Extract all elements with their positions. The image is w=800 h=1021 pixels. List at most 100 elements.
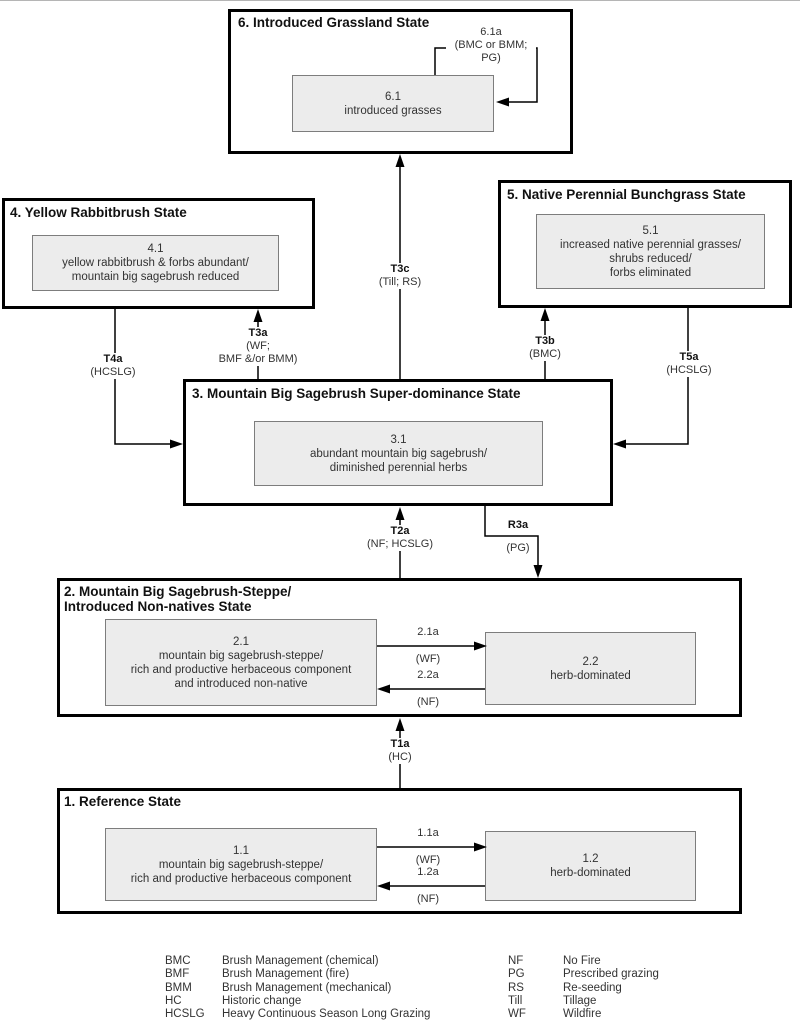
state-title-5: 5. Native Perennial Bunchgrass State xyxy=(507,187,746,202)
transition-label-t3c: T3c (Till; RS) xyxy=(360,263,440,289)
transition-label-t4a: T4a (HCSLG) xyxy=(76,353,150,379)
legend-desc: Brush Management (mechanical) xyxy=(222,981,392,994)
transition-code: 1.1a xyxy=(417,827,439,839)
legend-desc: Brush Management (chemical) xyxy=(222,955,379,967)
state-title-3: 3. Mountain Big Sagebrush Super-dominanc… xyxy=(192,386,521,401)
community-box-1-2: 1.2 herb-dominated xyxy=(485,831,696,901)
legend-abbr: Till xyxy=(508,994,523,1007)
legend-row: NF No Fire xyxy=(508,955,659,968)
community-box-2-2: 2.2 herb-dominated xyxy=(485,632,696,705)
state-title-2-line1: 2. Mountain Big Sagebrush-Steppe/ xyxy=(64,584,292,599)
state-title-4: 4. Yellow Rabbitbrush State xyxy=(10,205,187,220)
legend-row: HC Historic change xyxy=(165,995,430,1008)
community-box-3-1: 3.1 abundant mountain big sagebrush/ dim… xyxy=(254,421,543,486)
community-code: 2.1 xyxy=(233,635,249,648)
transition-cause: (PG) xyxy=(506,542,530,554)
community-line: mountain big sagebrush reduced xyxy=(71,271,240,283)
legend-row: HCSLG Heavy Continuous Season Long Grazi… xyxy=(165,1008,430,1021)
legend-row: WF Wildfire xyxy=(508,1008,659,1021)
legend-abbr: PG xyxy=(508,968,525,981)
legend-desc: Historic change xyxy=(222,994,302,1007)
legend-desc: Re-seeding xyxy=(563,981,622,994)
state-title-2-line2: Introduced Non-natives State xyxy=(64,599,252,614)
community-line: abundant mountain big sagebrush/ xyxy=(309,447,488,460)
legend-desc: No Fire xyxy=(563,955,601,967)
community-code: 5.1 xyxy=(642,224,659,237)
community-code: 4.1 xyxy=(147,243,164,255)
community-line: introduced grasses xyxy=(344,104,442,117)
community-box-1-1: 1.1 mountain big sagebrush-steppe/ rich … xyxy=(105,828,377,901)
transition-cause: (HCSLG) xyxy=(666,364,712,376)
transition-cause: (NF; HCSLG) xyxy=(367,538,433,550)
legend-abbr: BMM xyxy=(165,981,192,994)
transition-cause: (HC) xyxy=(388,751,412,763)
community-box-6-1: 6.1 introduced grasses xyxy=(292,75,494,132)
legend-abbr: RS xyxy=(508,981,524,994)
transition-code: T3c xyxy=(390,263,410,275)
transition-label-t5a: T5a (HCSLG) xyxy=(654,351,724,377)
community-code: 1.1 xyxy=(233,844,249,857)
transition-cause: (NF) xyxy=(417,893,439,905)
community-code: 1.2 xyxy=(582,853,599,865)
transition-code: 2.1a xyxy=(417,626,439,638)
community-line: and introduced non-native xyxy=(174,677,308,690)
transition-code: T3a xyxy=(248,327,268,339)
legend-row: PG Prescribed grazing xyxy=(508,968,659,981)
transition-cause: BMF &/or BMM) xyxy=(218,353,298,365)
transition-label-1-2a: 1.2a (NF) xyxy=(396,866,460,906)
community-box-4-1: 4.1 yellow rabbitbrush & forbs abundant/… xyxy=(32,235,279,291)
arrow-r3a xyxy=(484,506,543,578)
legend-row: Till Tillage xyxy=(508,995,659,1008)
legend-abbr: BMC xyxy=(165,955,191,967)
transition-label-2-1a: 2.1a (WF) xyxy=(396,626,460,666)
legend-desc: Heavy Continuous Season Long Grazing xyxy=(222,1008,431,1021)
legend-column-right: NF No Fire PG Prescribed grazing RS Re-s… xyxy=(508,955,659,1021)
arrow-loop-6-1a xyxy=(434,47,538,107)
community-code: 6.1 xyxy=(385,90,401,103)
legend-column-left: BMC Brush Management (chemical) BMF Brus… xyxy=(165,955,430,1021)
arrow-t5a xyxy=(613,308,689,449)
legend-abbr: WF xyxy=(508,1008,526,1021)
community-code: 3.1 xyxy=(390,433,407,446)
community-line: forbs eliminated xyxy=(609,266,692,279)
transition-label-r3a: R3a (PG) xyxy=(492,519,544,555)
transition-cause: (WF) xyxy=(415,854,441,866)
community-box-2-1: 2.1 mountain big sagebrush-steppe/ rich … xyxy=(105,619,377,706)
community-line: diminished perennial herbs xyxy=(329,461,468,474)
transition-code: T5a xyxy=(679,351,699,363)
transition-label-t3a: T3a (WF; BMF &/or BMM) xyxy=(206,327,310,366)
legend-row: RS Re-seeding xyxy=(508,982,659,995)
community-line: shrubs reduced/ xyxy=(609,252,692,265)
transition-cause: PG) xyxy=(481,52,501,64)
community-line: yellow rabbitbrush & forbs abundant/ xyxy=(62,257,249,269)
transition-cause: (WF) xyxy=(415,653,441,665)
transition-label-t2a: T2a (NF; HCSLG) xyxy=(352,525,448,551)
transition-code: 2.2a xyxy=(417,669,439,681)
transition-label-6-1a: 6.1a (BMC or BMM; PG) xyxy=(446,26,536,65)
legend-row: BMM Brush Management (mechanical) xyxy=(165,982,430,995)
arrow-2-1a xyxy=(377,641,487,651)
community-line: increased native perennial grasses/ xyxy=(560,238,741,251)
legend-abbr: HCSLG xyxy=(165,1008,205,1021)
community-line: mountain big sagebrush-steppe/ xyxy=(158,858,324,871)
transition-code: T3b xyxy=(535,335,555,347)
legend-desc: Wildfire xyxy=(563,1008,602,1021)
community-line: herb-dominated xyxy=(550,669,631,682)
transition-cause: (BMC) xyxy=(529,348,561,360)
arrow-2-2a xyxy=(377,684,485,694)
transition-code: T1a xyxy=(390,738,410,750)
transition-cause: (WF; xyxy=(246,340,270,352)
transition-code: T4a xyxy=(103,353,123,365)
arrow-1-1a xyxy=(377,842,487,852)
community-box-5-1: 5.1 increased native perennial grasses/ … xyxy=(536,214,765,289)
transition-code: 1.2a xyxy=(417,866,439,878)
transition-code: 6.1a xyxy=(480,26,502,38)
legend-row: BMF Brush Management (fire) xyxy=(165,968,430,981)
community-line: mountain big sagebrush-steppe/ xyxy=(158,649,324,662)
transition-label-1-1a: 1.1a (WF) xyxy=(396,827,460,867)
legend-desc: Tillage xyxy=(563,994,597,1007)
transition-code: T2a xyxy=(390,525,410,537)
community-code: 2.2 xyxy=(582,655,599,668)
